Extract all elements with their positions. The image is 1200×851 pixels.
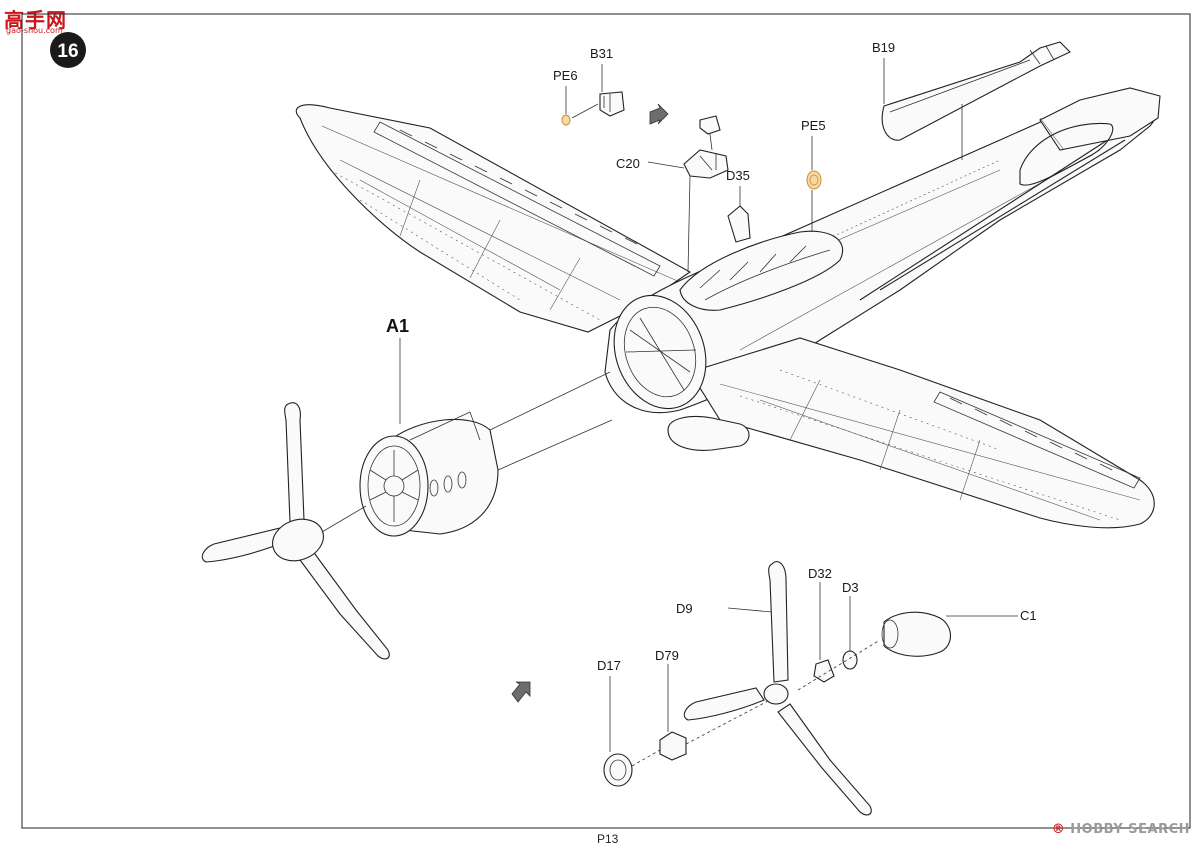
- tail-fin: [1039, 87, 1161, 151]
- page-frame: [21, 13, 1191, 829]
- propeller-exploded: [603, 561, 1018, 816]
- engine-cylinders: [369, 450, 419, 522]
- callout-d9: D9: [676, 601, 693, 616]
- cowling-a1: [359, 371, 613, 537]
- cowling-front: [359, 435, 429, 537]
- aircraft-main: [295, 87, 1161, 529]
- part-c20: [647, 149, 729, 273]
- watermark-mark: ®: [1051, 822, 1066, 837]
- right-wing-slots: [949, 397, 1113, 471]
- callout-c1: C1: [1020, 608, 1037, 623]
- left-wing-slots: [399, 129, 638, 245]
- part-d35: [727, 186, 751, 243]
- propeller-assembled: [201, 402, 390, 660]
- hub: [763, 683, 789, 705]
- callout-d35: D35: [726, 168, 750, 183]
- callout-b19: B19: [872, 40, 895, 55]
- part-c20-sub: [699, 115, 721, 151]
- direction-arrow-bottom: [511, 681, 531, 703]
- callout-a1: A1: [386, 316, 409, 336]
- site-logo-text: 高手网: [4, 8, 67, 32]
- step-number: 16: [57, 41, 78, 62]
- callout-d3: D3: [842, 580, 859, 595]
- spinner: [272, 518, 324, 562]
- callout-pe6: PE6: [553, 68, 578, 83]
- part-b19: [881, 41, 1071, 160]
- callout-pe5: PE5: [801, 118, 826, 133]
- callout-c20: C20: [616, 156, 640, 171]
- watermark: ® HOBBY SEARCH: [1052, 822, 1190, 837]
- callout-d17: D17: [597, 658, 621, 673]
- step-badge: 16: [50, 32, 86, 68]
- right-wing: [689, 337, 1155, 529]
- watermark-text: HOBBY SEARCH: [1070, 822, 1190, 837]
- callout-d32: D32: [808, 566, 832, 581]
- callout-d79: D79: [655, 648, 679, 663]
- site-logo-url: gao-shou.com: [6, 26, 63, 35]
- part-pe5: [806, 136, 822, 232]
- page-number: P13: [597, 832, 619, 846]
- callout-b31: B31: [590, 46, 613, 61]
- part-b31: [599, 64, 625, 117]
- part-pe6: [561, 86, 599, 126]
- site-logo: 高手网 gao-shou.com: [4, 4, 82, 36]
- drop-tank: [667, 415, 750, 451]
- left-wing: [295, 104, 692, 333]
- direction-arrow-top: [649, 103, 669, 125]
